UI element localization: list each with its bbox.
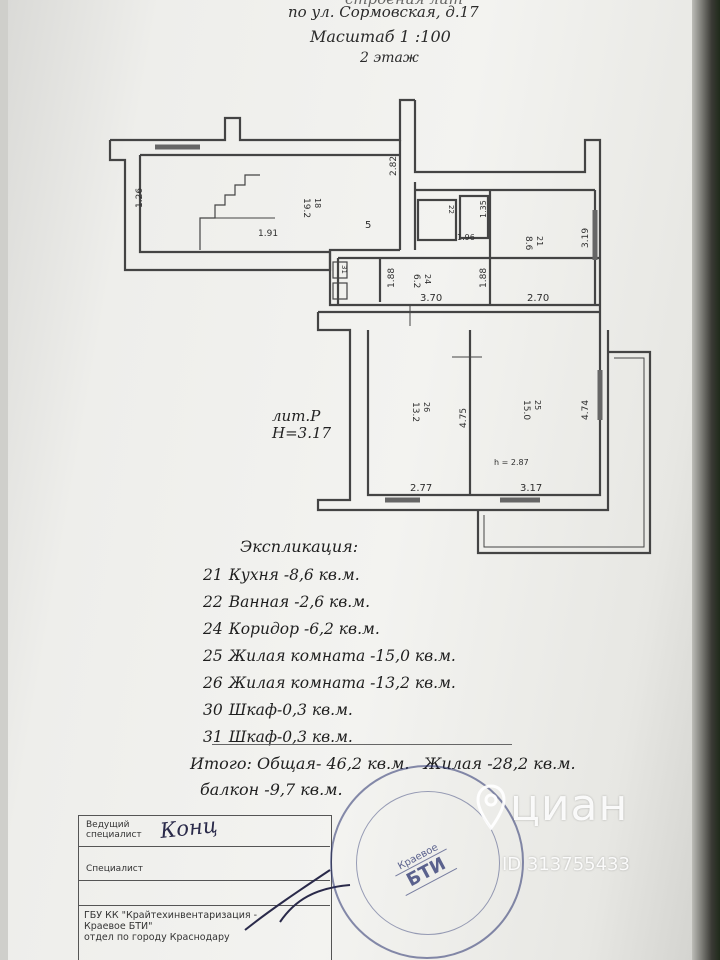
- specialist-label: Специалист: [86, 864, 143, 874]
- room-number: 31: [340, 265, 348, 274]
- height-label: Н=3.17: [272, 424, 332, 442]
- bti-seal-inner-ring: [356, 791, 500, 935]
- explication-title: Экспликация:: [240, 537, 359, 556]
- room-number: 25: [533, 400, 542, 410]
- divider: [212, 744, 512, 745]
- building-letter-label: лит.Р Н=3.17: [272, 408, 331, 442]
- location-pin-icon: [476, 784, 506, 830]
- dimension-label: 5: [365, 220, 371, 231]
- room-number: 18: [313, 198, 322, 208]
- watermark-listing-id: ID 313755433: [502, 854, 630, 875]
- dimension-label: 3.17: [520, 483, 542, 494]
- dimension-label: 4.74: [581, 400, 591, 420]
- dimension-label: 2.77: [410, 483, 432, 494]
- dimension-label: 1.91: [258, 229, 278, 239]
- room-area: 8.6: [523, 236, 533, 251]
- room-number: 22: [447, 205, 455, 214]
- photo-left-edge: [0, 0, 8, 960]
- header-line1: строения лит: [345, 0, 463, 8]
- dimension-label: 3.70: [420, 293, 442, 304]
- photo-right-edge: [692, 0, 720, 960]
- dimension-label: 2.82: [389, 156, 399, 176]
- watermark-brand: циан: [510, 780, 629, 831]
- room-area: 15.0: [521, 400, 531, 420]
- total-area: Итого: Общая- 46,2 кв.м.: [190, 754, 410, 773]
- room-area: 19.2: [301, 198, 311, 218]
- floor-plan: 18 19.2 21 8.6 24 6.2 26 13.2 25 15.0 22…: [108, 98, 652, 555]
- dimension-label: 1.35: [479, 200, 488, 218]
- dimension-label: 1.26: [135, 188, 145, 208]
- bti-seal: [330, 765, 524, 959]
- room-number: 26: [422, 402, 431, 412]
- room-number: 24: [423, 274, 432, 284]
- dimension-label: 3.19: [581, 228, 591, 248]
- totals-line: Итого: Общая- 46,2 кв.м. Жилая -28,2 кв.м…: [190, 754, 576, 773]
- header-scale: Масштаб 1 :100: [310, 27, 451, 46]
- room-number: 21: [535, 236, 544, 246]
- lit-label: лит.Р: [272, 407, 321, 425]
- living-area: Жилая -28,2 кв.м.: [423, 754, 576, 773]
- divider: [78, 880, 330, 881]
- room-area: 13.2: [410, 402, 420, 422]
- dimension-label: 1.96: [457, 233, 475, 242]
- divider: [78, 905, 330, 906]
- organization-block: ГБУ КК "Крайтехинвентаризация - Краевое …: [84, 910, 258, 943]
- header-floor: 2 этаж: [360, 50, 419, 66]
- balcony-area: балкон -9,7 кв.м.: [200, 780, 343, 799]
- dimension-label: 4.75: [459, 408, 469, 428]
- room-area: 6.2: [411, 274, 421, 288]
- divider: [78, 846, 330, 847]
- dimension-label: 1.88: [387, 268, 397, 288]
- dimension-label: 2.70: [527, 293, 549, 304]
- header-address: по ул. Сормовская, д.17: [288, 3, 479, 21]
- dimension-label: 1.88: [479, 268, 489, 288]
- ceiling-height-label: h = 2.87: [494, 458, 529, 467]
- lead-specialist-label: Ведущий специалист: [86, 820, 142, 840]
